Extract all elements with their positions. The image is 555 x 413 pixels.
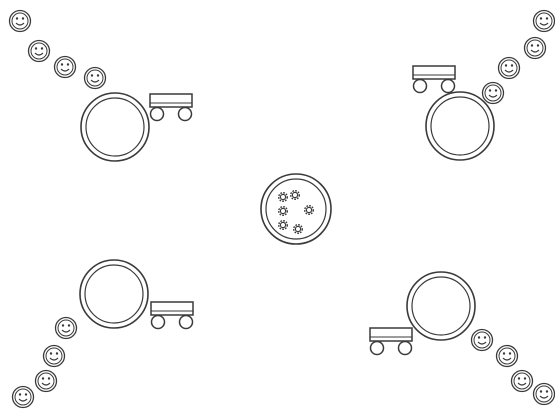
- person-icon: [525, 38, 546, 59]
- gear-icon: [291, 191, 300, 200]
- group-top-left: [10, 11, 193, 162]
- person-icon: [497, 346, 518, 367]
- person-icon: [534, 11, 555, 32]
- person-icon: [44, 346, 65, 367]
- cart-icon: [370, 328, 412, 355]
- gear-icon: [279, 221, 288, 230]
- person-icon: [512, 371, 533, 392]
- queue-top-left: [10, 11, 106, 89]
- center-badge: [261, 174, 331, 244]
- person-icon: [85, 68, 106, 89]
- gear-icon: [305, 206, 314, 215]
- ring-bottom-right: [407, 272, 475, 340]
- queue-top-right: [483, 11, 555, 104]
- person-icon: [56, 318, 77, 339]
- ring-bottom-left: [80, 260, 148, 328]
- person-icon: [534, 384, 555, 405]
- person-icon: [29, 41, 50, 62]
- gear-icon: [279, 193, 288, 202]
- ring-top-right: [426, 92, 494, 160]
- gear-cluster-icon: [279, 191, 314, 234]
- cart-icon: [150, 94, 192, 121]
- person-icon: [55, 57, 76, 78]
- queue-bottom-left: [13, 318, 77, 408]
- group-top-right: [413, 11, 555, 161]
- person-icon: [472, 330, 493, 351]
- group-bottom-right: [370, 272, 555, 405]
- person-icon: [13, 387, 34, 408]
- gear-icon: [279, 207, 288, 216]
- cart-icon: [151, 302, 193, 329]
- queue-bottom-right: [472, 330, 555, 405]
- group-bottom-left: [13, 260, 194, 408]
- cart-icon: [413, 66, 455, 93]
- person-icon: [10, 11, 31, 32]
- person-icon: [36, 371, 57, 392]
- gear-icon: [294, 225, 303, 234]
- person-icon: [499, 58, 520, 79]
- ring-top-left: [81, 93, 149, 161]
- person-icon: [483, 83, 504, 104]
